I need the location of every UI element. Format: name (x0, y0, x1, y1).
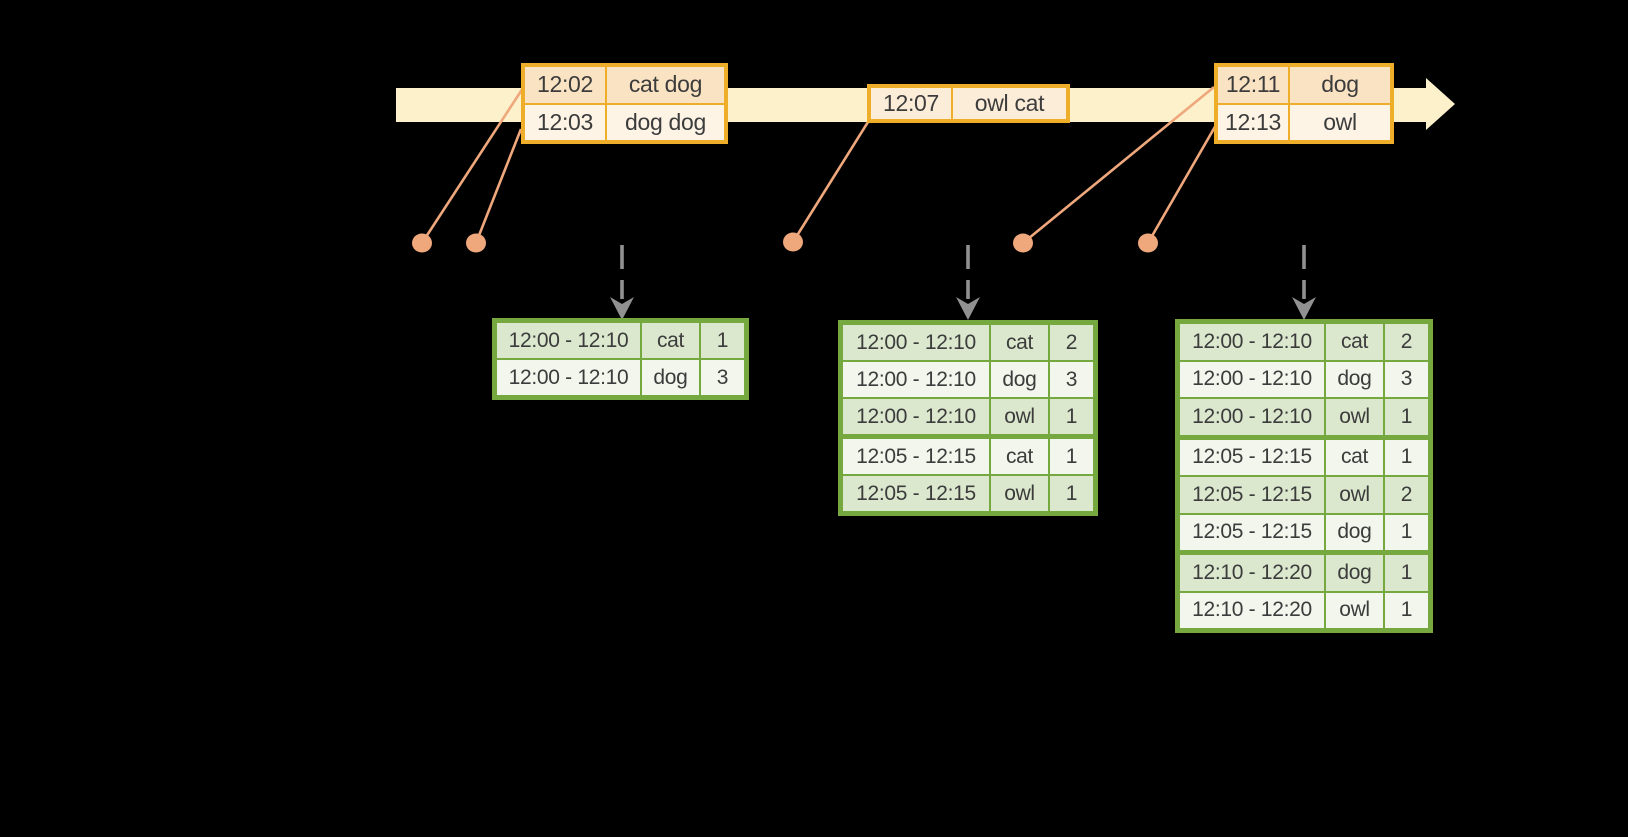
word-cell: owl (991, 399, 1048, 434)
window-cell: 12:05 - 12:15 (1180, 514, 1324, 550)
event-dot (1138, 233, 1158, 253)
event-connector-line (420, 87, 525, 244)
table-row: 12:13 owl (1218, 104, 1390, 140)
table-row: 12:02 cat dog (525, 67, 724, 103)
word-cell: dog (991, 362, 1048, 397)
table-row: 12:00 - 12:10 dog 3 (843, 362, 1093, 397)
event-dot (466, 233, 486, 253)
table-row: 12:05 - 12:15 owl 2 (1180, 477, 1428, 513)
table-row: 12:00 - 12:10 owl 1 (1180, 399, 1428, 435)
event-time-cell: 12:02 (525, 67, 605, 103)
event-words-cell: cat dog (607, 67, 724, 103)
count-cell: 3 (701, 360, 744, 395)
word-cell: dog (1326, 361, 1383, 397)
event-dot (1013, 233, 1033, 253)
result-table-2: 12:00 - 12:10 cat 2 12:00 - 12:10 dog 3 … (838, 320, 1098, 516)
event-time-cell: 12:03 (525, 104, 605, 140)
table-row: 12:00 - 12:10 owl 1 (843, 399, 1093, 434)
event-words-cell: dog dog (607, 104, 724, 140)
event-table-3: 12:11 dog 12:13 owl (1214, 63, 1394, 144)
table-row: 12:10 - 12:20 owl 1 (1180, 592, 1428, 628)
window-cell: 12:05 - 12:15 (843, 476, 989, 511)
table-row: 12:11 dog (1218, 67, 1390, 103)
count-cell: 3 (1385, 361, 1428, 397)
event-words-cell: dog (1290, 67, 1390, 103)
event-dot (412, 233, 432, 253)
window-cell: 12:00 - 12:10 (1180, 324, 1324, 360)
word-cell: dog (1326, 514, 1383, 550)
count-cell: 1 (1385, 514, 1428, 550)
window-cell: 12:00 - 12:10 (1180, 399, 1324, 435)
count-cell: 1 (1385, 439, 1428, 475)
trigger-arrowhead-icon (1292, 297, 1316, 320)
window-cell: 12:05 - 12:15 (843, 439, 989, 474)
window-cell: 12:00 - 12:10 (497, 323, 640, 358)
count-cell: 2 (1385, 324, 1428, 360)
window-cell: 12:10 - 12:20 (1180, 555, 1324, 591)
table-row: 12:00 - 12:10 cat 2 (1180, 324, 1428, 360)
count-cell: 1 (1050, 439, 1093, 474)
table-row: 12:00 - 12:10 dog 3 (497, 360, 744, 395)
event-words-cell: owl (1290, 104, 1390, 140)
table-row: 12:05 - 12:15 owl 1 (843, 476, 1093, 511)
word-cell: cat (991, 439, 1048, 474)
table-row: 12:05 - 12:15 cat 1 (843, 439, 1093, 474)
window-cell: 12:05 - 12:15 (1180, 439, 1324, 475)
event-connector-line (791, 121, 870, 243)
count-cell: 1 (1050, 399, 1093, 434)
window-cell: 12:00 - 12:10 (497, 360, 640, 395)
window-cell: 12:00 - 12:10 (843, 399, 989, 434)
window-cell: 12:10 - 12:20 (1180, 592, 1324, 628)
table-row: 12:00 - 12:10 cat 1 (497, 323, 744, 358)
word-cell: cat (1326, 324, 1383, 360)
event-time-cell: 12:13 (1218, 104, 1288, 140)
word-cell: cat (1326, 439, 1383, 475)
table-row: 12:00 - 12:10 cat 2 (843, 325, 1093, 360)
event-time-cell: 12:11 (1218, 67, 1288, 103)
count-cell: 1 (701, 323, 744, 358)
event-words-cell: owl cat (953, 88, 1066, 119)
trigger-arrowhead-icon (610, 297, 634, 320)
result-table-1: 12:00 - 12:10 cat 1 12:00 - 12:10 dog 3 (492, 318, 749, 400)
word-cell: cat (991, 325, 1048, 360)
table-row: 12:00 - 12:10 dog 3 (1180, 361, 1428, 397)
word-cell: dog (1326, 555, 1383, 591)
table-row: 12:03 dog dog (525, 104, 724, 140)
count-cell: 2 (1050, 325, 1093, 360)
count-cell: 1 (1385, 555, 1428, 591)
window-cell: 12:00 - 12:10 (1180, 361, 1324, 397)
event-time-cell: 12:07 (871, 88, 951, 119)
count-cell: 1 (1385, 399, 1428, 435)
word-cell: dog (642, 360, 699, 395)
word-cell: owl (991, 476, 1048, 511)
event-dot (783, 232, 803, 252)
count-cell: 1 (1050, 476, 1093, 511)
table-row: 12:10 - 12:20 dog 1 (1180, 555, 1428, 591)
word-cell: owl (1326, 477, 1383, 513)
trigger-arrowhead-icon (956, 297, 980, 320)
count-cell: 2 (1385, 477, 1428, 513)
event-connector-line (474, 128, 523, 244)
word-cell: cat (642, 323, 699, 358)
event-connector-line (1022, 85, 1215, 245)
word-cell: owl (1326, 399, 1383, 435)
count-cell: 3 (1050, 362, 1093, 397)
event-table-2: 12:07 owl cat (867, 84, 1070, 123)
count-cell: 1 (1385, 592, 1428, 628)
window-cell: 12:00 - 12:10 (843, 362, 989, 397)
event-table-1: 12:02 cat dog 12:03 dog dog (521, 63, 728, 144)
table-row: 12:05 - 12:15 cat 1 (1180, 439, 1428, 475)
table-row: 12:05 - 12:15 dog 1 (1180, 514, 1428, 550)
table-row: 12:07 owl cat (871, 88, 1066, 119)
event-connector-line (1146, 124, 1218, 244)
window-cell: 12:05 - 12:15 (1180, 477, 1324, 513)
window-cell: 12:00 - 12:10 (843, 325, 989, 360)
result-table-3: 12:00 - 12:10 cat 2 12:00 - 12:10 dog 3 … (1175, 319, 1433, 633)
word-cell: owl (1326, 592, 1383, 628)
timeline-arrowhead-icon (1426, 78, 1455, 130)
